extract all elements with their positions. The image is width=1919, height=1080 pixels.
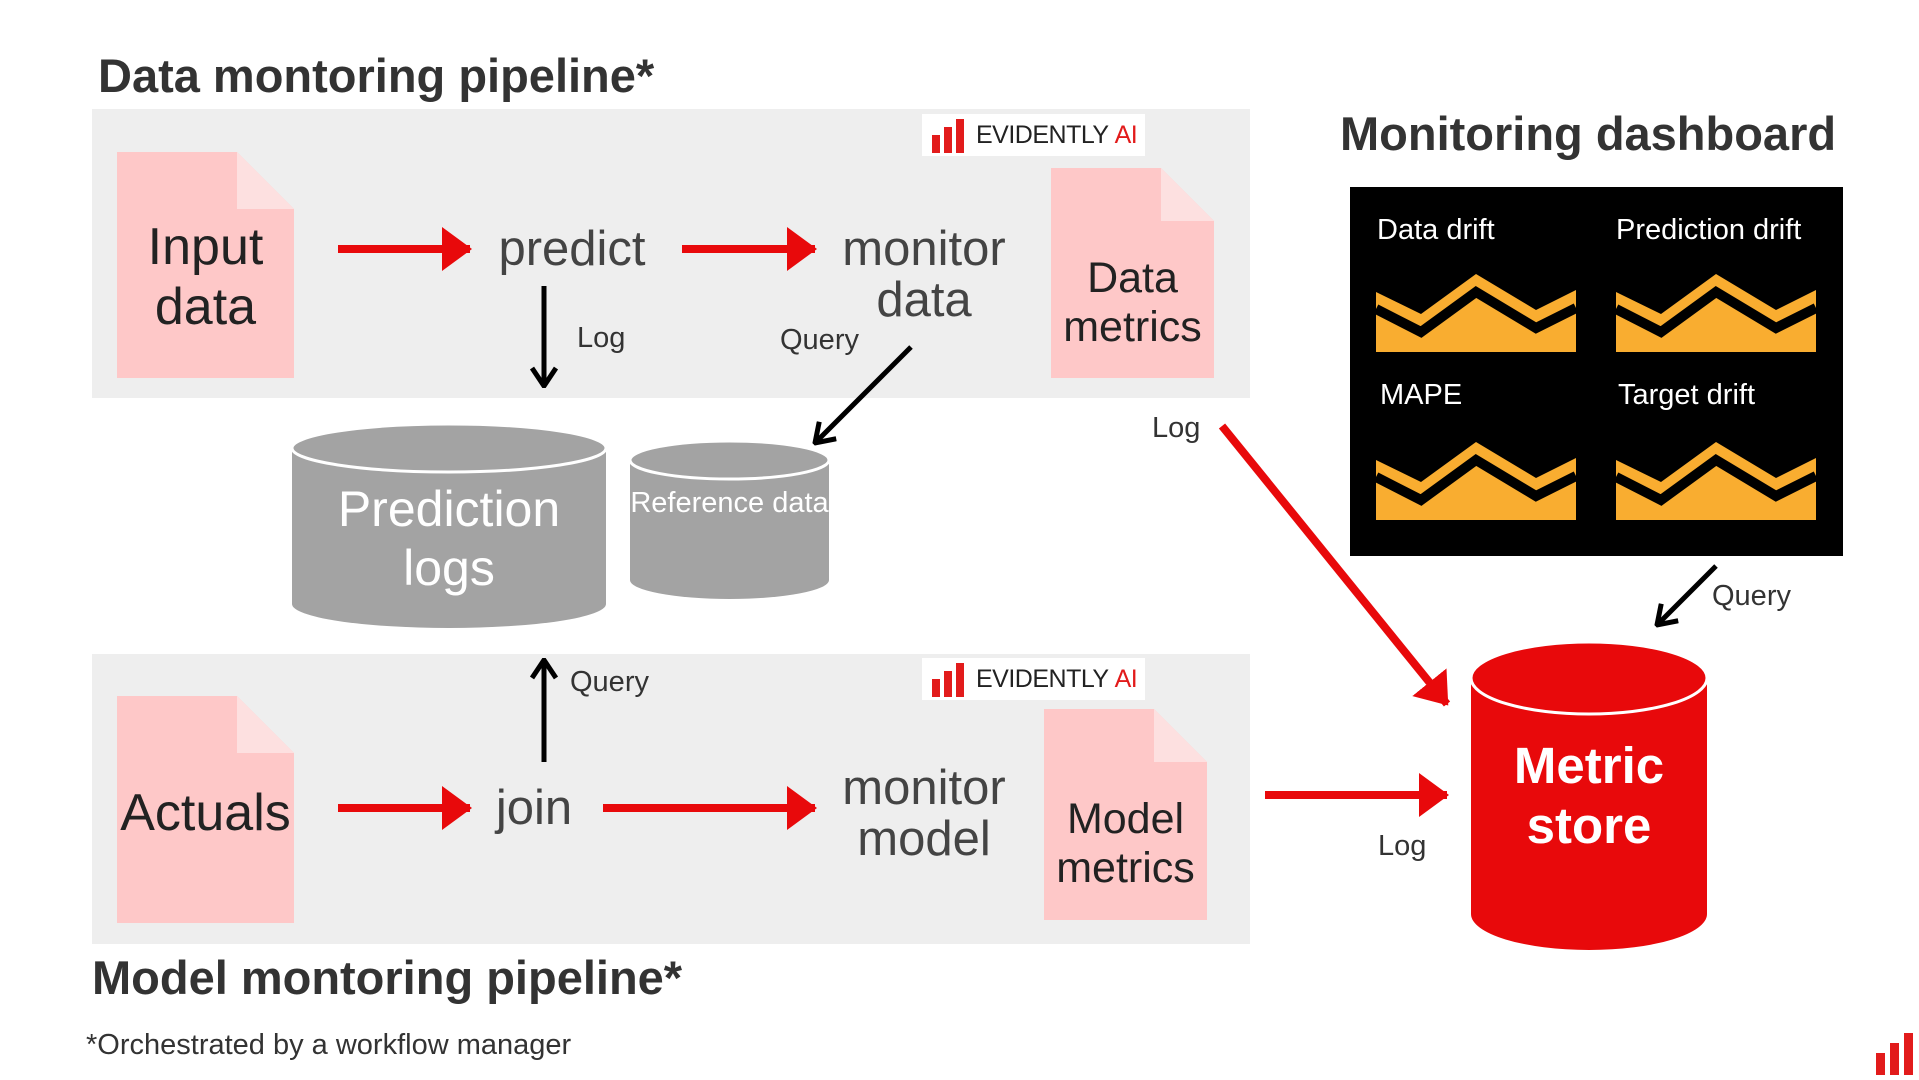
input-data-label: Input data — [147, 218, 264, 336]
monitoring-dashboard-panel: Data drift Prediction drift MAPE Target … — [1350, 187, 1843, 556]
area-chart-icon — [1616, 442, 1816, 520]
tile-label-target-drift: Target drift — [1618, 379, 1755, 411]
dashboard-title: Monitoring dashboard — [1340, 107, 1837, 160]
document-icon — [117, 152, 294, 378]
model-pipeline-title: Model montoring pipeline* — [92, 951, 683, 1004]
reference-data-label: Reference data — [630, 487, 829, 519]
evidently-bars-icon — [1876, 1033, 1913, 1075]
metric-store-label: Metric store — [1513, 737, 1665, 855]
data-metrics-label: Data metrics — [1063, 254, 1202, 352]
predict-step: predict — [498, 222, 646, 276]
data-pipeline-title: Data montoring pipeline* — [98, 49, 655, 102]
actuals-label: Actuals — [120, 784, 291, 842]
document-icon — [117, 696, 294, 923]
prediction-logs-db: Prediction logs — [290, 422, 608, 630]
footnote: *Orchestrated by a workflow manager — [86, 1029, 572, 1061]
model-metrics-label: Model metrics — [1056, 795, 1195, 893]
logo-text: EVIDENTLY — [976, 120, 1109, 149]
metric-store-db: Metric store — [1470, 640, 1708, 952]
area-chart-icon — [1376, 442, 1576, 520]
data-metrics-doc: Data metrics — [1051, 168, 1214, 378]
model-metrics-doc: Model metrics — [1044, 709, 1207, 920]
monitor-model-step: monitor model — [842, 761, 1006, 867]
input-data-doc: Input data — [117, 152, 294, 378]
tile-label-mape: MAPE — [1380, 379, 1463, 411]
logo-ai: AI — [1114, 120, 1138, 149]
evidently-bars-icon — [932, 663, 964, 697]
area-chart-icon — [1376, 274, 1576, 352]
database-icon — [1470, 640, 1708, 950]
arrow-dashboard-query-store — [1657, 564, 1718, 625]
tile-label-data-drift: Data drift — [1377, 214, 1495, 246]
model-metrics-log-label: Log — [1378, 830, 1427, 862]
join-query-label: Query — [570, 666, 649, 698]
tile-label-prediction-drift: Prediction drift — [1616, 214, 1802, 246]
logo-text: EVIDENTLY — [976, 664, 1109, 693]
join-step: join — [495, 781, 573, 835]
dashboard-query-label: Query — [1712, 580, 1791, 612]
database-icon — [290, 422, 608, 628]
prediction-logs-label: Prediction logs — [337, 481, 561, 596]
area-chart-icon — [1616, 274, 1816, 352]
database-icon — [629, 440, 830, 599]
monitor-data-step: monitor data — [842, 222, 1006, 328]
arrow-monitor-query-reference — [815, 345, 913, 443]
reference-data-db: Reference data — [629, 440, 830, 600]
document-icon — [1051, 168, 1214, 378]
actuals-doc: Actuals — [117, 696, 294, 923]
monitor-query-label: Query — [780, 324, 859, 356]
predict-log-label: Log — [577, 322, 626, 354]
logo-ai: AI — [1114, 664, 1138, 693]
data-metrics-log-label: Log — [1152, 412, 1201, 444]
document-icon — [1044, 709, 1207, 920]
evidently-bars-icon — [932, 119, 964, 153]
arrow-data-metrics-to-store — [1218, 423, 1451, 707]
